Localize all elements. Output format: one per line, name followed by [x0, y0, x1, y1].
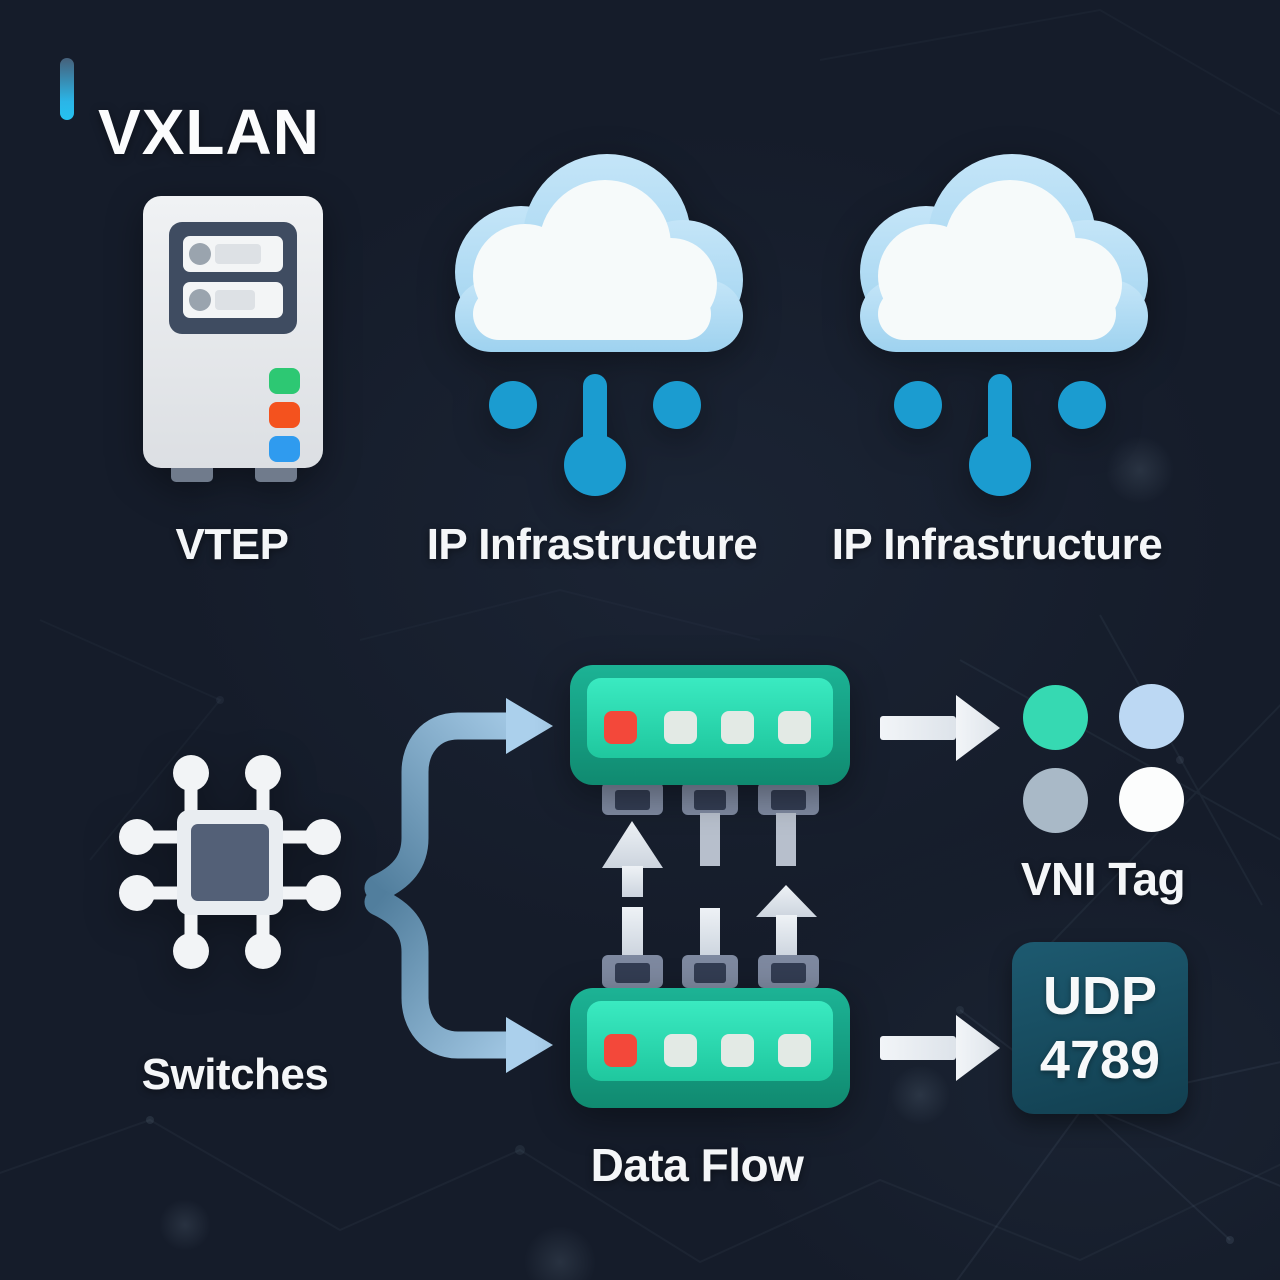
- right-arrow-icon: [880, 1015, 1000, 1081]
- upward-flow-arrows-icon: [602, 782, 819, 988]
- server-tower-icon: [143, 196, 323, 482]
- cloud-network-icon: [860, 154, 1148, 496]
- ip-infrastructure-label-left: IP Infrastructure: [426, 520, 758, 569]
- udp-port-number: 4789: [1039, 1030, 1161, 1090]
- vni-dot-teal: [1023, 685, 1088, 750]
- vni-dot-white: [1119, 767, 1184, 832]
- network-switch-icon: [570, 988, 850, 1108]
- data-flow-label: Data Flow: [590, 1139, 804, 1191]
- vtep-label: VTEP: [175, 520, 289, 569]
- vni-dot-blue: [1119, 684, 1184, 749]
- network-switch-icon: [570, 665, 850, 785]
- vni-tag-label: VNI Tag: [1020, 853, 1186, 905]
- vni-dot-gray: [1023, 768, 1088, 833]
- udp-port-badge: UDP 4789: [1012, 942, 1188, 1114]
- chip-icon: [119, 755, 341, 969]
- cloud-network-icon: [455, 154, 743, 496]
- udp-label: UDP: [1042, 966, 1157, 1026]
- title-accent-bar: [60, 58, 74, 120]
- page-title: VXLAN: [98, 95, 320, 168]
- switches-label: Switches: [141, 1050, 329, 1099]
- right-arrow-icon: [880, 695, 1000, 761]
- ip-infrastructure-label-right: IP Infrastructure: [831, 520, 1163, 569]
- vni-color-dots-icon: [1023, 684, 1185, 834]
- branch-arrows-icon: [364, 698, 553, 1073]
